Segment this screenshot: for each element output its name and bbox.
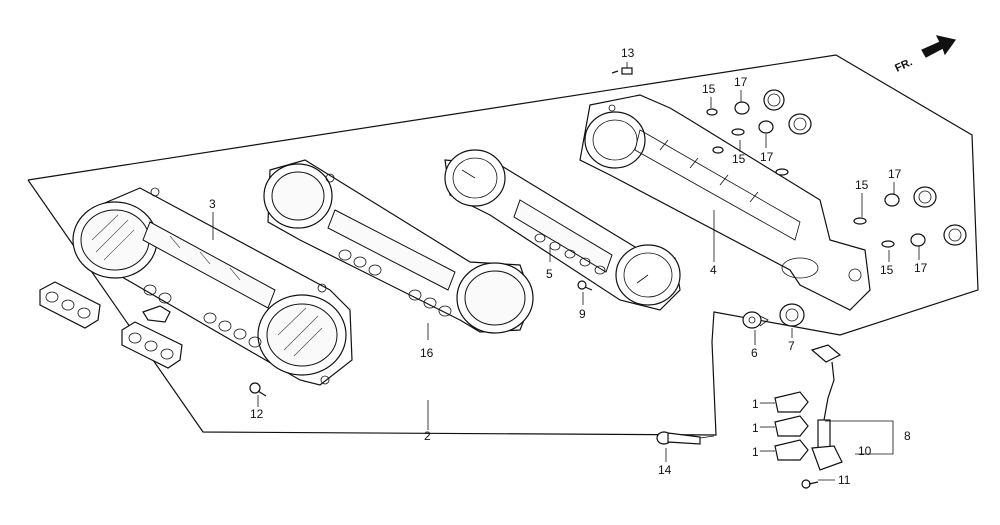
label-17d: 17 [914, 261, 928, 275]
label-1b: 1 [752, 421, 759, 435]
case-part-4 [579, 94, 871, 311]
label-5: 5 [546, 267, 553, 281]
label-12: 12 [250, 407, 264, 421]
label-6: 6 [751, 346, 758, 360]
assembly-boundary [27, 54, 979, 436]
bulbs-and-sockets [706, 89, 967, 248]
label-3: 3 [209, 197, 216, 211]
label-1a: 1 [752, 397, 759, 411]
label-15d: 15 [880, 263, 894, 277]
washer-6 [742, 311, 769, 329]
label-2: 2 [424, 429, 431, 443]
leader-lines [212, 62, 920, 481]
front-direction-label: FR. [893, 56, 914, 74]
label-14: 14 [658, 463, 672, 477]
screw-13 [611, 67, 633, 75]
housing-part-3 [72, 187, 353, 386]
screw-9 [577, 280, 593, 291]
label-7: 7 [788, 339, 795, 353]
bolt-14 [656, 431, 701, 445]
label-8: 8 [904, 429, 911, 443]
label-10: 10 [858, 444, 872, 458]
sensor-harness [801, 344, 843, 489]
label-15a: 15 [702, 82, 716, 96]
screw-12 [249, 382, 267, 397]
label-15b: 15 [732, 152, 746, 166]
label-17b: 17 [760, 150, 774, 164]
label-11: 11 [838, 473, 851, 487]
label-17a: 17 [734, 75, 748, 89]
housing-part-16 [263, 159, 534, 334]
label-16: 16 [420, 346, 434, 360]
callout-labels: 1 1 1 2 3 4 5 6 7 8 9 10 11 12 13 14 15 … [209, 46, 928, 487]
label-4: 4 [710, 263, 717, 277]
label-13: 13 [621, 46, 635, 60]
small-knob [142, 305, 171, 323]
label-1c: 1 [752, 445, 759, 459]
switch-cluster-left [39, 281, 101, 329]
front-direction-arrow [921, 35, 957, 58]
grommet-7 [779, 303, 805, 327]
switch-cluster-middle [121, 321, 183, 369]
clips-1 [774, 391, 809, 461]
meter-part-5 [444, 149, 681, 311]
label-17c: 17 [888, 167, 902, 181]
label-9: 9 [579, 307, 586, 321]
label-15c: 15 [855, 178, 869, 192]
